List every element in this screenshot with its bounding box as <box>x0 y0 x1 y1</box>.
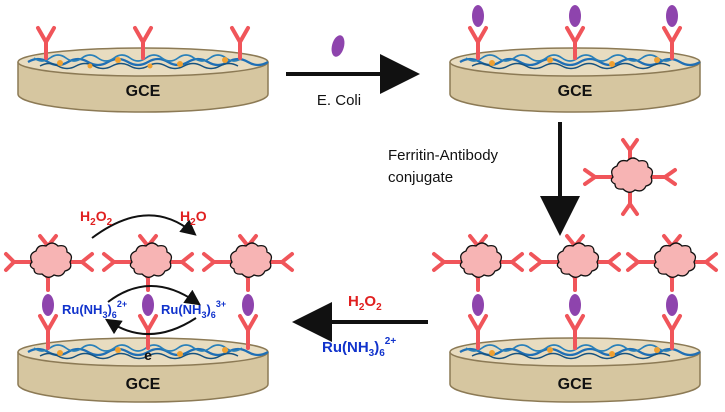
electrode-1: GCE <box>17 26 269 113</box>
antibody <box>565 314 585 350</box>
antibody <box>662 26 682 60</box>
fiber-network <box>459 344 701 360</box>
reactant-h2o2: H2O2 <box>80 208 113 228</box>
electrode-4: e GCE <box>4 214 294 403</box>
ru-mediator-3plus: Ru(NH3)63+ <box>161 299 226 320</box>
antibody <box>138 314 158 350</box>
step1-label: E. Coli <box>317 92 361 109</box>
product-h2o: H2O <box>180 208 207 228</box>
fiber-network <box>459 54 701 70</box>
bacterium <box>569 294 581 316</box>
antibody <box>38 314 58 350</box>
electrode-label: GCE <box>126 376 161 393</box>
step2-label-line1: Ferritin-Antibody <box>388 147 499 164</box>
fiber-network <box>27 344 269 360</box>
bacterium <box>142 294 154 316</box>
ferritin <box>556 242 600 278</box>
step2-label-line2: conjugate <box>388 169 453 186</box>
antibody <box>468 26 488 60</box>
bacterium <box>666 5 678 27</box>
step3-mediator: Ru(NH3)62+ <box>322 336 396 359</box>
bacterium <box>472 5 484 27</box>
antibody <box>36 26 56 60</box>
redox-cycle-arrow <box>104 317 197 335</box>
step3-reagent: H2O2 <box>348 293 382 313</box>
electrode-label: GCE <box>558 83 593 100</box>
redox-cycle-arrow <box>107 285 201 306</box>
electron-symbol: e <box>144 347 152 363</box>
ferritin <box>459 242 503 278</box>
electrode-3: GCE <box>432 234 718 403</box>
bacterium <box>242 294 254 316</box>
electrode-label: GCE <box>558 376 593 393</box>
ferritin <box>229 242 273 278</box>
antibody <box>565 26 585 60</box>
antibody <box>662 314 682 350</box>
ru-mediator-2plus: Ru(NH3)62+ <box>62 299 127 320</box>
e-coli-icon <box>331 35 345 57</box>
bacterium <box>666 294 678 316</box>
electrode-2: GCE <box>449 5 701 113</box>
antibody <box>133 26 153 60</box>
electrode-label: GCE <box>126 83 161 100</box>
bacterium <box>472 294 484 316</box>
antibody <box>238 314 258 350</box>
bacterium <box>42 294 54 316</box>
ferritin <box>29 242 73 278</box>
fiber-network <box>27 54 269 70</box>
bacterium <box>569 5 581 27</box>
ferritin <box>129 242 173 278</box>
antibody <box>468 314 488 350</box>
ferritin <box>653 242 697 278</box>
antibody <box>230 26 250 60</box>
redox-cycle-arrow <box>91 214 197 239</box>
ferritin-antibody-conjugate-icon <box>583 138 677 216</box>
